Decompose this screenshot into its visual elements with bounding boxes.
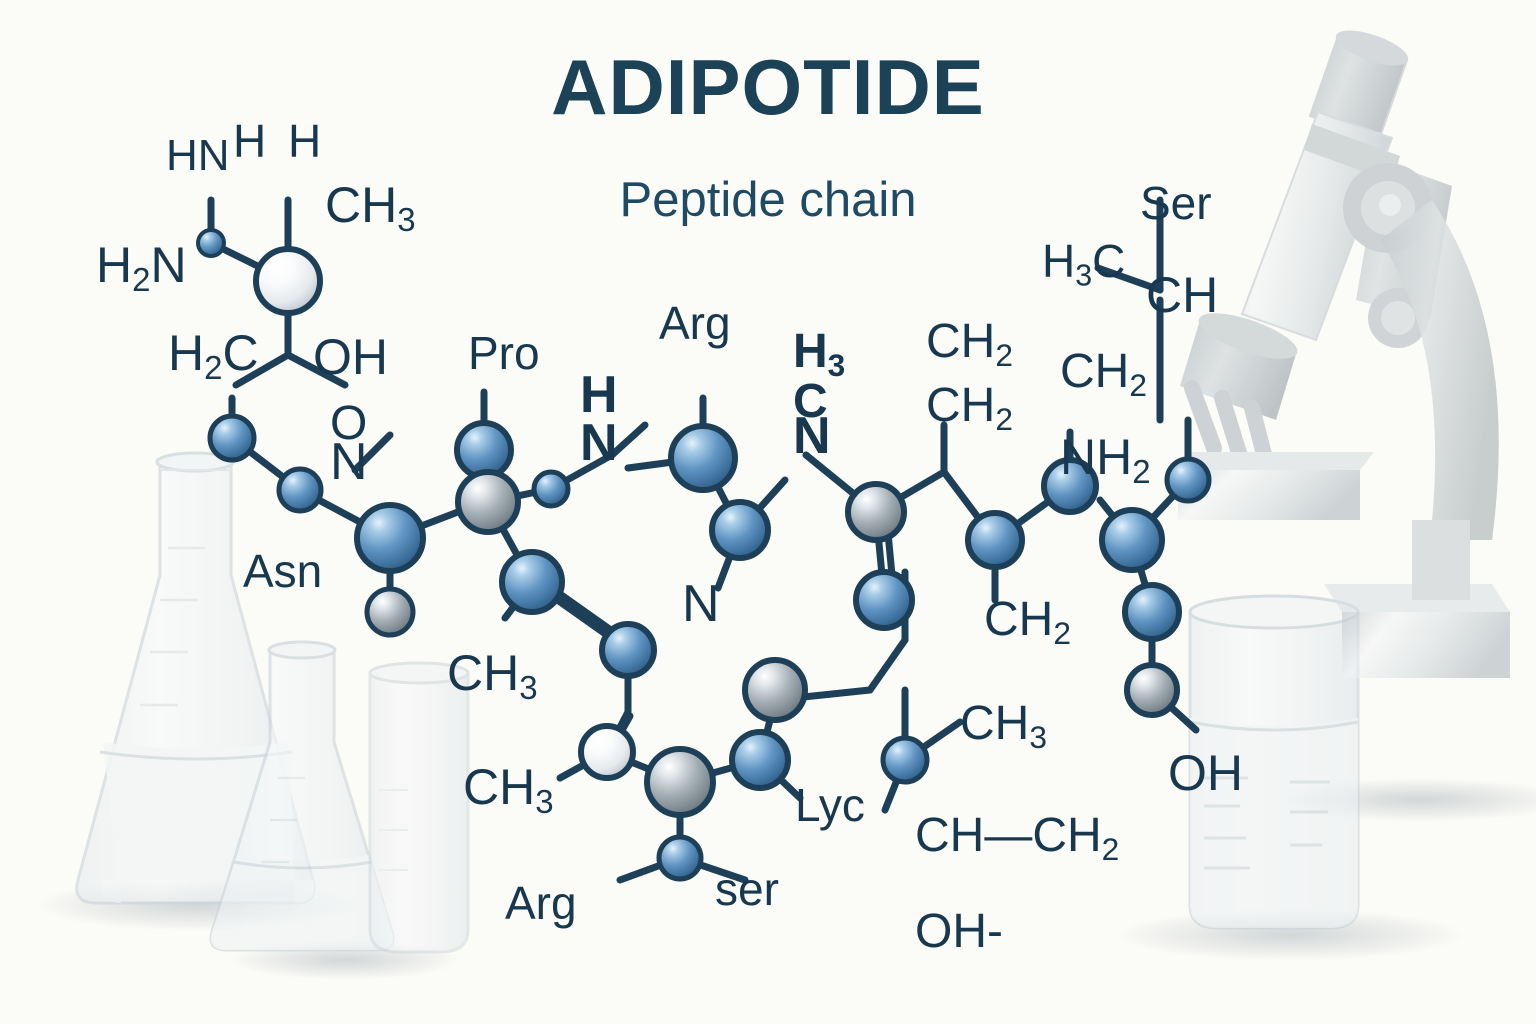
- graduated-beaker: [1188, 594, 1360, 930]
- test-tube: [368, 661, 470, 954]
- label-h3c-right: H3C: [1042, 235, 1126, 293]
- label-h2n-left: H2N: [96, 237, 187, 299]
- page-title: ADIPOTIDE: [551, 43, 985, 131]
- label-h-top-2: H: [288, 115, 322, 167]
- label-ch-ch2: CH—CH2: [915, 809, 1120, 867]
- page-subtitle: Peptide chain: [619, 173, 917, 227]
- label-ch-right: CH: [1146, 267, 1219, 323]
- label-n-arg: N: [682, 575, 720, 633]
- label-ser2: ser: [715, 863, 779, 915]
- label-nh2-right: NH2: [1060, 429, 1151, 491]
- label-ch2-b: CH2: [926, 379, 1013, 437]
- label-hn-top: HN: [166, 131, 230, 180]
- atom-spheres: [196, 228, 1212, 882]
- label-arg1: Arg: [659, 297, 731, 349]
- label-n-center: N: [793, 407, 831, 465]
- label-oh-left: OH: [313, 329, 388, 385]
- label-o-asn: O: [330, 397, 368, 450]
- label-asn: Asn: [243, 545, 323, 597]
- label-n-asn: N: [330, 433, 368, 491]
- label-ch2-d: CH2: [1060, 345, 1147, 403]
- label-oh-minus: OH-: [915, 905, 1003, 958]
- label-ser1: Ser: [1140, 177, 1212, 229]
- label-ch2-c: CH2: [984, 593, 1071, 651]
- label-ch3-low: CH3: [960, 697, 1047, 755]
- label-h2c-left: H2C: [168, 325, 259, 387]
- label-ch3-mid2: CH3: [463, 759, 554, 821]
- label-pro: Pro: [468, 327, 540, 379]
- label-ch3-topleft: CH3: [325, 177, 416, 239]
- label-arg2: Arg: [505, 877, 577, 929]
- erlenmeyer-flask-small: [209, 640, 395, 952]
- label-oh-right: OH: [1168, 745, 1243, 801]
- label-h-top-1: H: [233, 115, 267, 167]
- microscope: [1178, 30, 1510, 678]
- label-ch3-mid1: CH3: [447, 645, 538, 707]
- label-ch2-a: CH2: [926, 315, 1013, 373]
- label-lyc: Lyc: [795, 779, 865, 831]
